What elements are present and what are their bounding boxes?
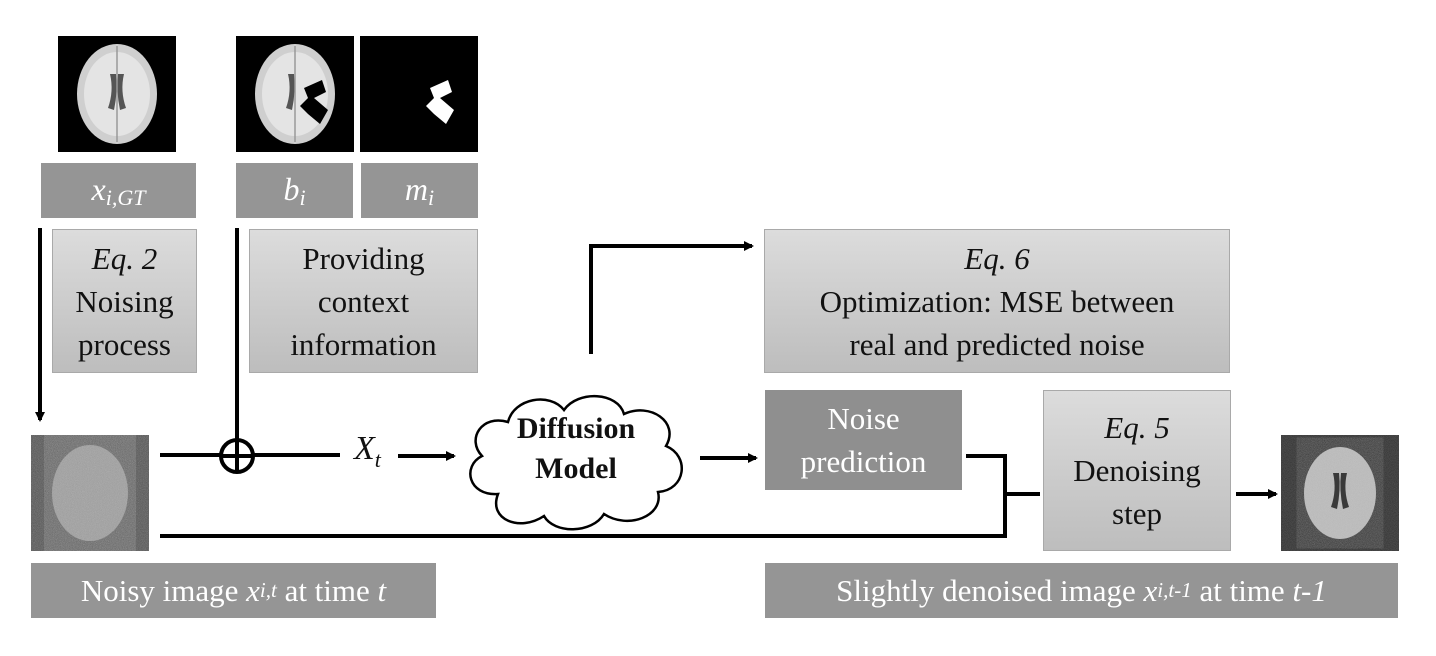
- mask-label: mi: [361, 163, 478, 218]
- noising-process-box: Eq. 2 Noising process: [52, 229, 197, 373]
- model-line-2: Model: [535, 452, 617, 485]
- optimization-box: Eq. 6 Optimization: MSE between real and…: [764, 229, 1230, 373]
- noise-prediction-box: Noise prediction: [765, 390, 962, 490]
- ground-truth-label: xi,GT: [41, 163, 196, 218]
- xt-label: Xt: [354, 430, 381, 472]
- line-noise-to-denoise: [966, 454, 1007, 536]
- background-brain-image: [236, 36, 354, 152]
- diffusion-model-cloud: Diffusion Model: [458, 384, 694, 536]
- arrow-model-to-optimization: [589, 241, 754, 354]
- model-line-1: Diffusion: [516, 412, 636, 445]
- denoising-step-box: Eq. 5 Denoising step: [1043, 390, 1231, 551]
- noisy-brain-image: [31, 435, 149, 551]
- denoised-brain-image: [1281, 435, 1399, 551]
- ground-truth-brain-image: [58, 36, 176, 152]
- mask-image: [360, 36, 478, 152]
- context-information-box: Providing context information: [249, 229, 478, 373]
- background-label: bi: [236, 163, 353, 218]
